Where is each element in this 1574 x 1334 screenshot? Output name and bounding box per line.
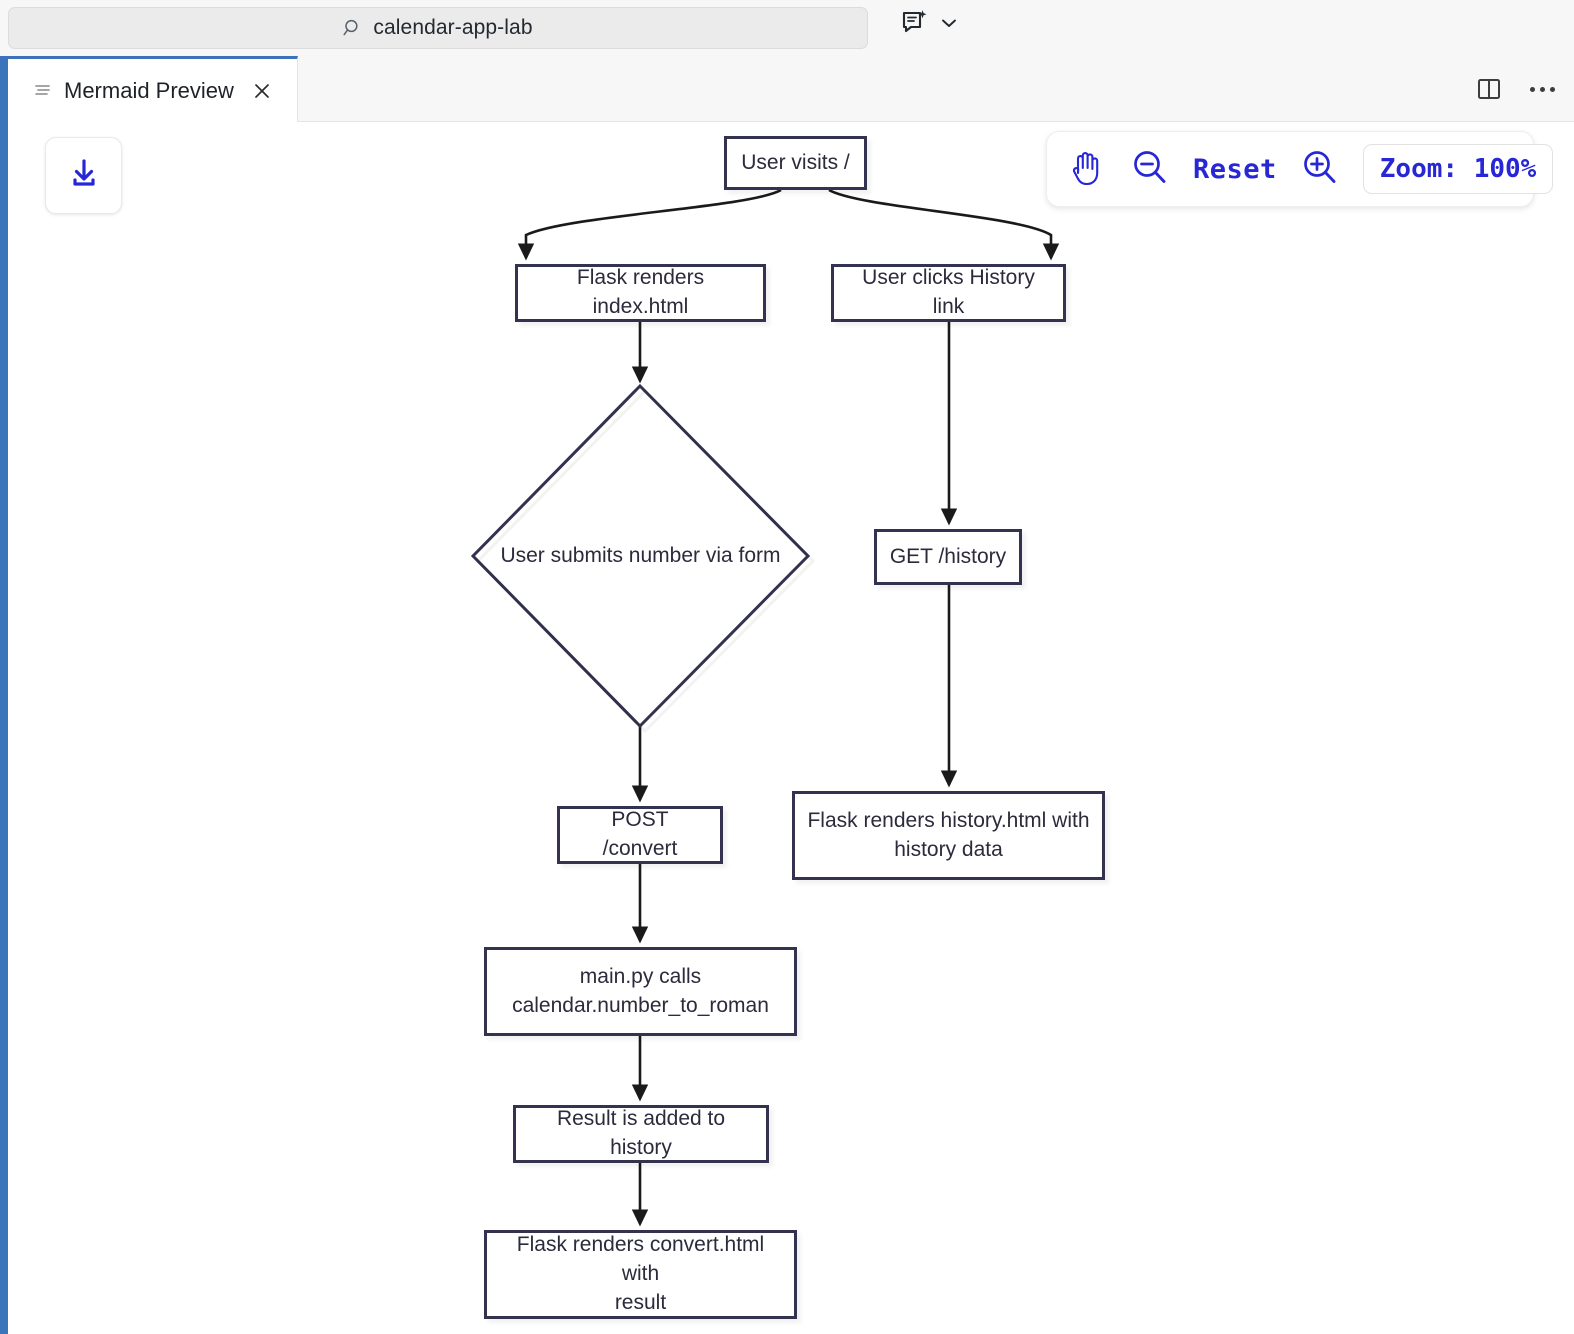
download-icon [65,154,103,197]
edge-a-c [828,188,1060,261]
edge-a-b [517,188,782,261]
pan-hand-button[interactable] [1067,147,1107,192]
node-user-clicks-history-link[interactable]: User clicks History link [831,264,1066,322]
zoom-out-button[interactable] [1129,147,1171,192]
left-accent-rail [0,56,8,1334]
more-actions-icon[interactable] [1530,85,1560,93]
node-get-history[interactable]: GET /history [874,529,1022,585]
top-command-bar: calendar-app-lab [0,0,1574,56]
chevron-down-icon [938,15,960,31]
node-label: Flask renders index.html [576,266,705,318]
node-label: Result is added to history [556,1107,726,1159]
node-user-visits-root[interactable]: User visits / [724,136,867,190]
zoom-in-button[interactable] [1299,147,1341,192]
node-result-added-to-history[interactable]: Result is added to history [513,1105,769,1163]
search-value: calendar-app-lab [373,16,533,39]
flowchart: User visits / Flask renders index.html U… [9,123,1574,1334]
tab-mermaid-preview[interactable]: Mermaid Preview [8,56,298,122]
node-label: main.py calls calendar.number_to_roman [512,964,769,1017]
node-flask-renders-convert[interactable]: Flask renders convert.html with result [484,1230,797,1319]
tab-label: Mermaid Preview [64,77,234,103]
node-user-submits-number[interactable]: User submits number via form [473,386,808,726]
copilot-chat-icon [900,8,930,38]
tab-strip: Mermaid Preview [0,56,1574,122]
node-label: POST /convert [602,808,678,860]
node-label: Flask renders history.html with history … [807,808,1090,861]
search-icon [343,18,363,38]
zoom-toolbar: Reset Zoom: 100% [1046,131,1554,207]
tab-strip-actions [1476,56,1560,122]
node-flask-renders-history[interactable]: Flask renders history.html with history … [792,791,1105,880]
node-label: Flask renders convert.html with result [516,1233,765,1314]
preview-lines-icon [34,82,52,100]
mermaid-preview-canvas: Reset Zoom: 100% [9,123,1574,1334]
node-label: User submits number via form [500,543,781,567]
zoom-in-icon [1299,147,1341,192]
flowchart-edges [470,188,1060,1227]
reset-button[interactable]: Reset [1193,153,1277,185]
close-icon[interactable] [252,81,272,101]
download-button[interactable] [45,137,122,214]
node-main-calls-number-to-roman[interactable]: main.py calls calendar.number_to_roman [484,947,797,1036]
node-label: GET /history [889,544,1007,568]
split-editor-icon[interactable] [1476,77,1502,101]
search-input[interactable]: calendar-app-lab [8,7,868,49]
copilot-menu[interactable] [900,8,960,38]
zoom-level-badge[interactable]: Zoom: 100% [1362,144,1554,194]
zoom-out-icon [1129,147,1171,192]
decision-diamond-shape [470,383,811,729]
node-label: User clicks History link [862,266,1035,318]
pan-hand-icon [1067,147,1107,192]
node-flask-renders-index[interactable]: Flask renders index.html [515,264,766,322]
node-label: User visits / [741,150,850,174]
node-post-convert[interactable]: POST /convert [557,806,723,864]
